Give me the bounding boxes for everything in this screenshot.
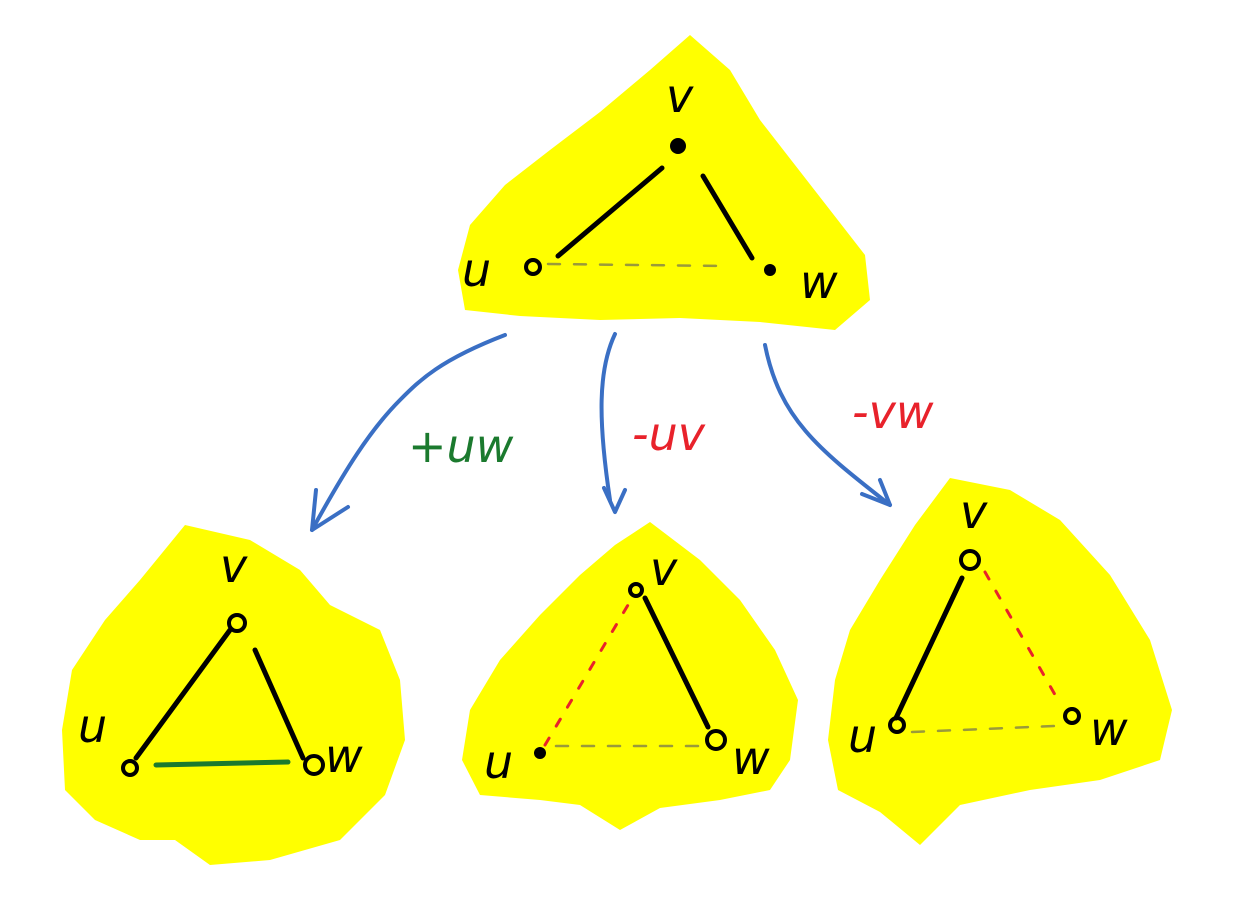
child1-edge-vw xyxy=(252,647,306,761)
child-graph-add-uw: v u w xyxy=(62,525,405,865)
child1-edge-uv xyxy=(133,627,233,761)
root-edge-uv xyxy=(555,165,665,259)
child3-label-w: w xyxy=(1090,702,1128,756)
child1-edge-uw-added xyxy=(153,759,291,768)
child2-edge-uv-removed xyxy=(543,603,630,747)
child3-highlight xyxy=(828,478,1172,845)
move-label-remove-uv: -uv xyxy=(632,407,706,461)
child2-edge-vw xyxy=(642,595,711,730)
child1-vertex-w xyxy=(303,754,325,776)
arrow-remove-vw xyxy=(763,343,892,507)
child3-edge-uv xyxy=(893,575,965,721)
arrow-add-uw xyxy=(310,333,507,532)
root-edge-uw-missing xyxy=(546,262,730,268)
root-vertex-w xyxy=(764,264,776,276)
child3-vertex-w xyxy=(1063,707,1081,725)
child3-edge-vw-removed xyxy=(983,570,1060,702)
child1-vertex-u xyxy=(121,759,139,777)
child1-label-u: u xyxy=(78,699,107,753)
child1-highlight xyxy=(62,525,405,865)
root-label-v: v xyxy=(666,69,694,123)
root-vertex-u xyxy=(524,258,542,276)
child3-vertex-u xyxy=(888,716,906,734)
child2-vertex-v xyxy=(628,582,644,598)
root-edge-vw xyxy=(700,173,755,261)
child1-label-v: v xyxy=(220,539,248,593)
child-graph-remove-vw: v u w xyxy=(828,478,1172,845)
child1-label-w: w xyxy=(325,729,363,783)
child3-vertex-v xyxy=(959,549,981,571)
child2-vertex-u xyxy=(534,747,546,759)
move-arrows: +uw -uv -vw xyxy=(310,332,934,532)
child2-vertex-w xyxy=(705,729,727,751)
child3-label-v: v xyxy=(960,485,988,539)
move-label-add-uw: +uw xyxy=(408,419,514,473)
child2-label-w: w xyxy=(732,731,770,785)
arrow-remove-uv xyxy=(599,332,627,514)
root-label-u: u xyxy=(462,243,491,297)
child1-vertex-v xyxy=(227,613,247,633)
move-label-remove-vw: -vw xyxy=(852,385,934,439)
child-graph-remove-uv: v u w xyxy=(462,522,798,830)
root-label-w: w xyxy=(800,255,838,309)
root-graph: v u w xyxy=(458,35,870,330)
root-vertex-v xyxy=(670,138,686,154)
child2-label-u: u xyxy=(484,735,513,789)
child3-label-u: u xyxy=(848,709,877,763)
child2-label-v: v xyxy=(650,542,678,596)
